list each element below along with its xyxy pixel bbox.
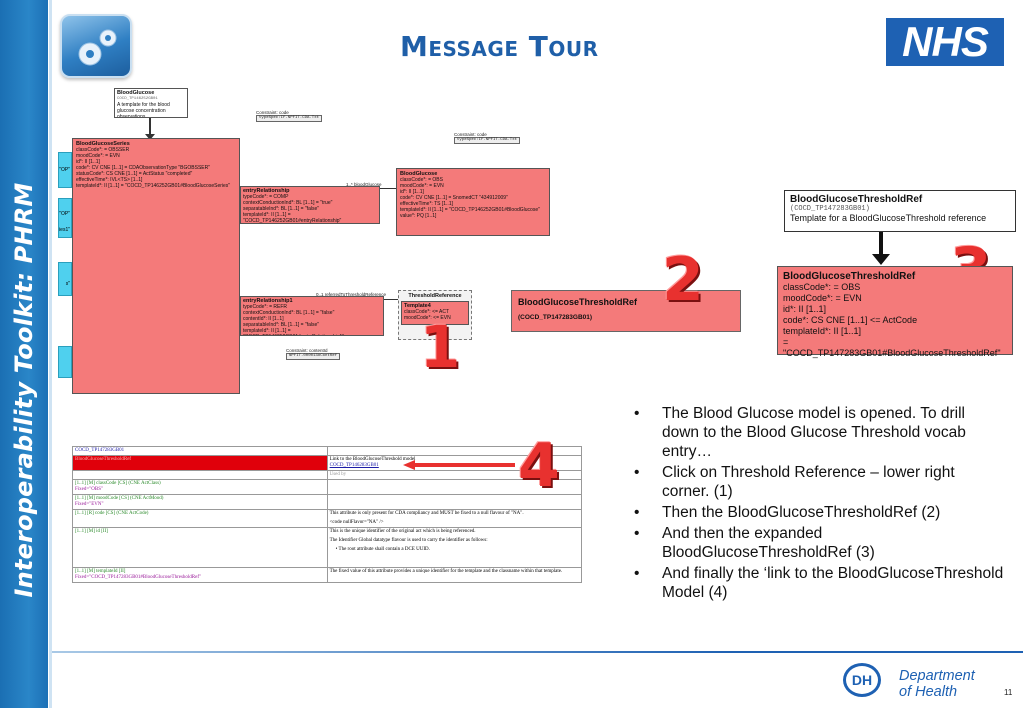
link-description: Link to the BloodGlucoseThreshold model [329,457,416,462]
connector [380,188,396,189]
gears-icon [60,14,132,78]
step-number-2: 2 [662,245,704,315]
cyan-block: "OP"ies1" [58,198,72,238]
list-item: Then the BloodGlucoseThresholdRef (2) [632,503,1004,522]
table-row: [1..1] [M] moodCode [CS] (CNE ActMood)Fi… [72,494,583,510]
table-row: [1..1] [R] code [CS] (CNE ActCode) This … [72,509,583,528]
table-row: [1..1] [M] classCode [CS] (CNE ActClass)… [72,479,583,495]
instruction-list: The Blood Glucose model is opened. To dr… [632,404,1004,604]
page-number: 11 [1004,688,1013,697]
cyan-block: s" [58,262,72,296]
model-diagram: "OP" "OP"ies1" s" BloodGlucose COCD_TP14… [58,86,550,406]
nhs-logo: NHS [886,18,1004,66]
threshold-reference-frame[interactable]: ThresholdReference Template4 classCode*:… [398,290,472,340]
table-red-label: BloodGlucoseThresholdRef [72,455,328,471]
template-table: COCD_TP147283GB01 BloodGlucoseThresholdR… [72,446,583,583]
dh-text: Department of Health [899,668,975,700]
connector [149,118,151,136]
constraint-label: Constraint: contentId NPFIT-000013#ContR… [286,348,341,360]
constraint-label: Constraint: code typeSpec:IF.NPFIT.CDA.T… [454,132,521,144]
side-divider [49,0,52,708]
side-banner: Interoperability Toolkit: PHRM [0,0,48,708]
list-item: And finally the ‘link to the BloodGlucos… [632,564,1004,602]
page-title: Message Tour [400,30,599,63]
footer-divider [52,651,1023,653]
bloodglucose-series-class[interactable]: BloodGlucoseSeries classCode*: = OBSSER … [72,138,240,394]
link-label: 0..1 referredToThresholdReference [316,292,387,297]
arrow-shaft [879,232,883,256]
arrow-icon [403,460,515,470]
dh-logo: DH [843,663,881,697]
model-link[interactable]: COCD_TP146283GB01 [329,463,379,468]
arrow-head [872,254,890,265]
expanded-threshold-ref-class[interactable]: BloodGlucoseThresholdRef classCode*: = O… [777,266,1013,358]
threshold-ref-tooltip[interactable]: BloodGlucoseThresholdRef (COCD_TP147283G… [784,190,1016,232]
bloodglucose-class[interactable]: BloodGlucose classCode*: = OBS moodCode*… [396,168,550,236]
link-label: 1..* bloodGlucose [346,182,382,187]
bloodglucose-tooltip[interactable]: BloodGlucose COCD_TP146252GB01 A templat… [114,88,188,118]
list-item: Click on Threshold Reference – lower rig… [632,463,1004,501]
arrow-head [145,134,155,140]
step-number-1: 1 [420,313,461,381]
list-item: The Blood Glucose model is opened. To dr… [632,404,1004,461]
table-header: COCD_TP147283GB01 [72,446,328,456]
entry-relationship1-class[interactable]: entryRelationship1 typeCode*: = REFR con… [240,296,384,336]
step-number-4: 4 [518,431,560,501]
cyan-block: "OP" [58,152,72,188]
list-item: And then the expanded BloodGlucoseThresh… [632,524,1004,562]
table-row: [1..1] [M] templateId [II]Fixed="COCD_TP… [72,567,583,583]
connector [384,299,398,300]
cyan-block [58,346,72,378]
entry-relationship-class[interactable]: entryRelationship typeCode*: = COMP cont… [240,186,380,224]
table-row: [1..1] [M] id [II] This is the unique id… [72,527,583,568]
constraint-label: Constraint: code typeSpec:IF.NPFIT.CDA.T… [256,110,323,122]
threshold-reference-class[interactable]: Template4 classCode*: <= ACT moodCode*: … [401,301,469,325]
table-cell [72,470,328,480]
threshold-ref-box[interactable]: BloodGlucoseThresholdRef (COCD_TP147283G… [511,290,741,332]
vertical-title: Interoperability Toolkit: PHRM [10,182,38,598]
